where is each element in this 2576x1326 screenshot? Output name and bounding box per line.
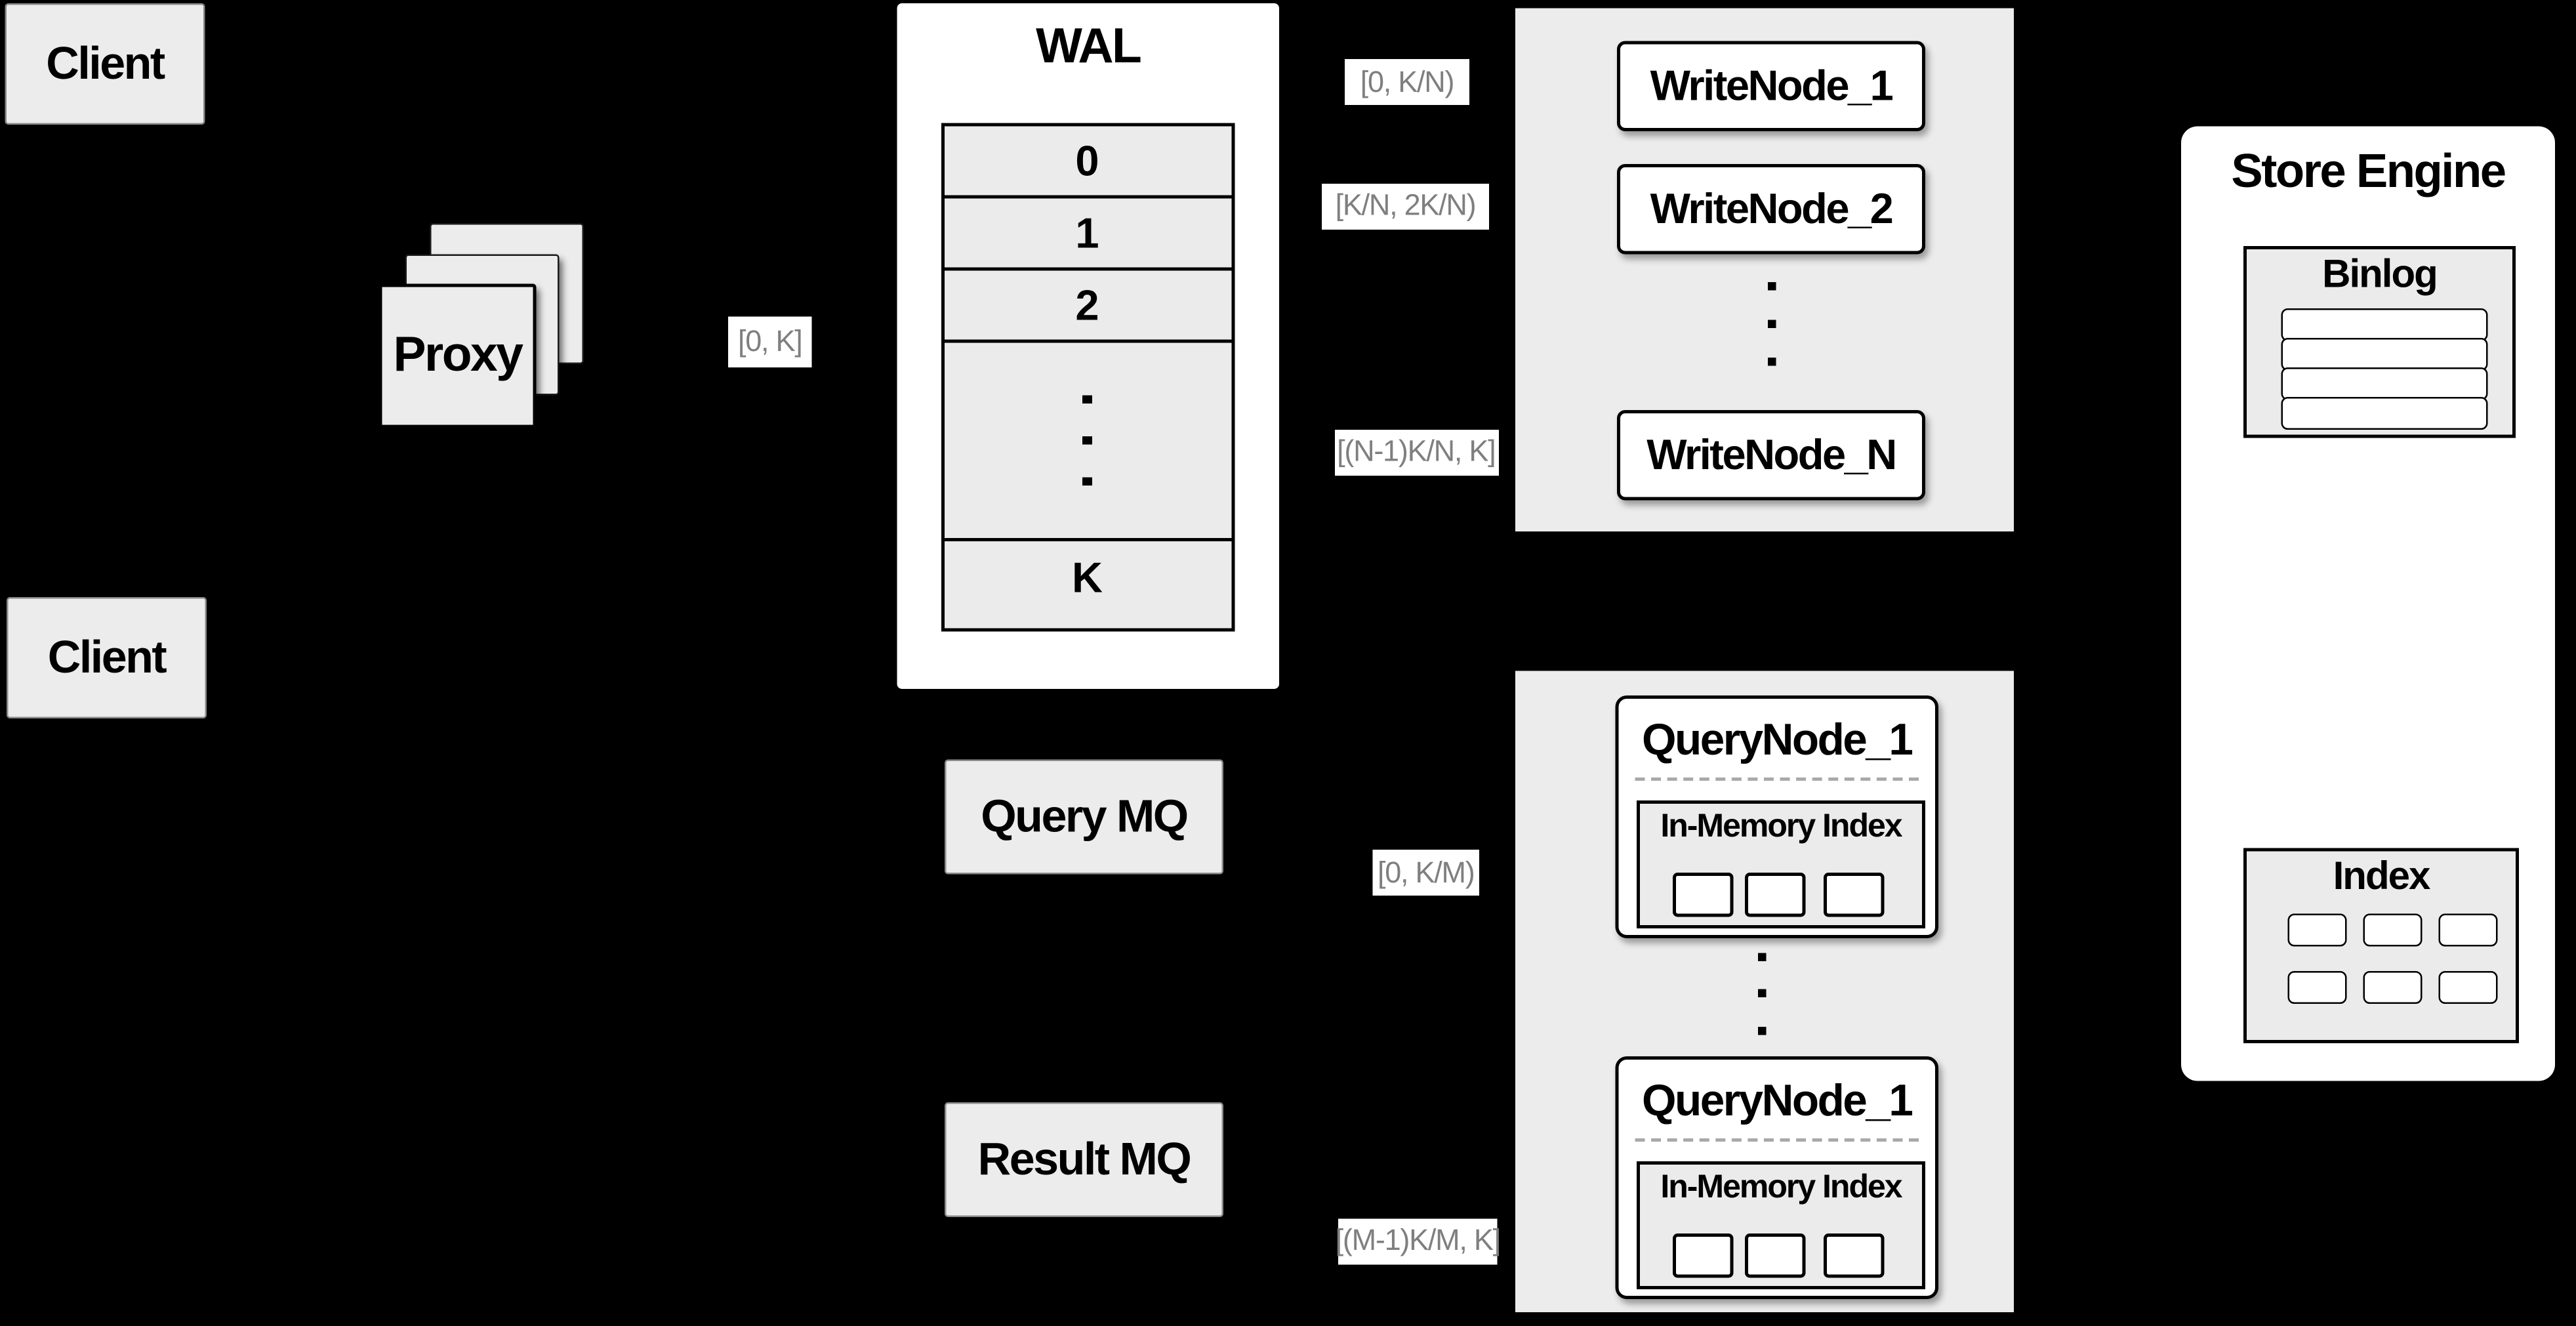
query-mq-label: Query MQ bbox=[981, 791, 1189, 842]
vertical-ellipsis-dot bbox=[1082, 477, 1092, 486]
result-mq-label: Result MQ bbox=[977, 1133, 1192, 1185]
in-memory-index-box: In-Memory Index bbox=[1637, 1161, 1925, 1289]
client-top-label: Client bbox=[46, 37, 165, 89]
proxy-box: Proxy bbox=[378, 283, 537, 428]
store-engine-panel: Store Engine Binlog Index bbox=[2181, 126, 2555, 1081]
connector-querynodes-to-index bbox=[2017, 942, 2204, 947]
client-bottom-box: Client bbox=[7, 597, 207, 718]
index-title: Index bbox=[2333, 854, 2431, 900]
vertical-ellipsis-dot bbox=[1758, 1026, 1767, 1035]
index-file bbox=[2287, 971, 2347, 1004]
index-file bbox=[2438, 913, 2498, 947]
range-label-write-1: [0, K/N) bbox=[1345, 59, 1469, 105]
range-label-query-m: [(M-1)K/M, K] bbox=[1336, 1218, 1501, 1264]
wal-table: 0 1 2 K bbox=[940, 123, 1235, 632]
dashed-divider bbox=[1635, 1138, 1919, 1142]
vertical-ellipsis-dot bbox=[1758, 952, 1767, 961]
dashed-divider bbox=[1635, 777, 1919, 781]
binlog-segment bbox=[2281, 397, 2488, 430]
index-segment bbox=[1824, 873, 1885, 917]
querynode-1-box: QueryNode_1 In-Memory Index bbox=[1615, 695, 1938, 938]
vertical-ellipsis-dot bbox=[1082, 436, 1092, 445]
vertical-ellipsis-dot bbox=[1082, 395, 1092, 404]
index-file bbox=[2363, 913, 2423, 947]
index-segment bbox=[1824, 1233, 1885, 1278]
wal-row-2: 2 bbox=[943, 270, 1231, 343]
vertical-ellipsis-dot bbox=[1767, 356, 1776, 365]
index-segment bbox=[1745, 1233, 1806, 1278]
query-nodes-container: QueryNode_1 In-Memory Index QueryNode_1 … bbox=[1512, 667, 2017, 1316]
range-label-write-n: [(N-1)K/N, K] bbox=[1334, 428, 1498, 475]
querynode-1-title: QueryNode_1 bbox=[1642, 715, 1913, 764]
index-file bbox=[2287, 913, 2347, 947]
wal-row-1: 1 bbox=[943, 198, 1231, 271]
range-label-write-2: [K/N, 2K/N) bbox=[1322, 182, 1489, 229]
proxy-label: Proxy bbox=[393, 328, 523, 383]
binlog-title: Binlog bbox=[2322, 253, 2438, 297]
store-engine-title: Store Engine bbox=[2231, 146, 2506, 199]
writenode-1-box: WriteNode_1 bbox=[1617, 41, 1925, 131]
query-mq-box: Query MQ bbox=[945, 759, 1223, 875]
result-mq-box: Result MQ bbox=[945, 1102, 1223, 1217]
wal-row-0: 0 bbox=[943, 126, 1231, 199]
binlog-box: Binlog bbox=[2243, 246, 2516, 438]
wal-panel: WAL 0 1 2 K bbox=[897, 3, 1279, 689]
writenode-1-label: WriteNode_1 bbox=[1650, 60, 1894, 110]
write-nodes-container: WriteNode_1 WriteNode_2 WriteNode_N bbox=[1512, 5, 2017, 535]
binlog-segment bbox=[2281, 308, 2488, 341]
querynode-2-box: QueryNode_1 In-Memory Index bbox=[1615, 1056, 1938, 1299]
wal-title: WAL bbox=[1036, 20, 1142, 74]
vertical-ellipsis-dot bbox=[1758, 988, 1767, 997]
writenode-2-box: WriteNode_2 bbox=[1617, 164, 1925, 255]
vertical-ellipsis-dot bbox=[1767, 281, 1776, 290]
index-segment bbox=[1673, 873, 1734, 917]
writenode-n-label: WriteNode_N bbox=[1646, 428, 1897, 478]
writenode-n-box: WriteNode_N bbox=[1617, 409, 1925, 500]
range-label-query-1: [0, K/M) bbox=[1372, 850, 1479, 896]
writenode-2-label: WriteNode_2 bbox=[1650, 184, 1894, 233]
querynode-2-title: QueryNode_1 bbox=[1642, 1076, 1913, 1125]
binlog-segment bbox=[2281, 367, 2488, 400]
binlog-segment bbox=[2281, 338, 2488, 371]
connector-writenodes-to-binlog bbox=[2017, 358, 2204, 363]
index-segment bbox=[1673, 1233, 1734, 1278]
index-box: Index bbox=[2243, 848, 2519, 1043]
index-file bbox=[2363, 971, 2423, 1004]
range-label-proxy-to-wal: [0, K] bbox=[728, 316, 812, 367]
in-memory-index-label: In-Memory Index bbox=[1660, 1169, 1902, 1206]
client-top-box: Client bbox=[5, 3, 205, 125]
wal-row-ellipsis bbox=[943, 342, 1231, 541]
vertical-ellipsis-dot bbox=[1767, 319, 1776, 327]
index-segment bbox=[1745, 873, 1806, 917]
in-memory-index-label: In-Memory Index bbox=[1660, 808, 1902, 845]
wal-row-k: K bbox=[943, 541, 1231, 615]
index-file bbox=[2438, 971, 2498, 1004]
client-bottom-label: Client bbox=[47, 631, 167, 683]
in-memory-index-box: In-Memory Index bbox=[1637, 800, 1925, 928]
